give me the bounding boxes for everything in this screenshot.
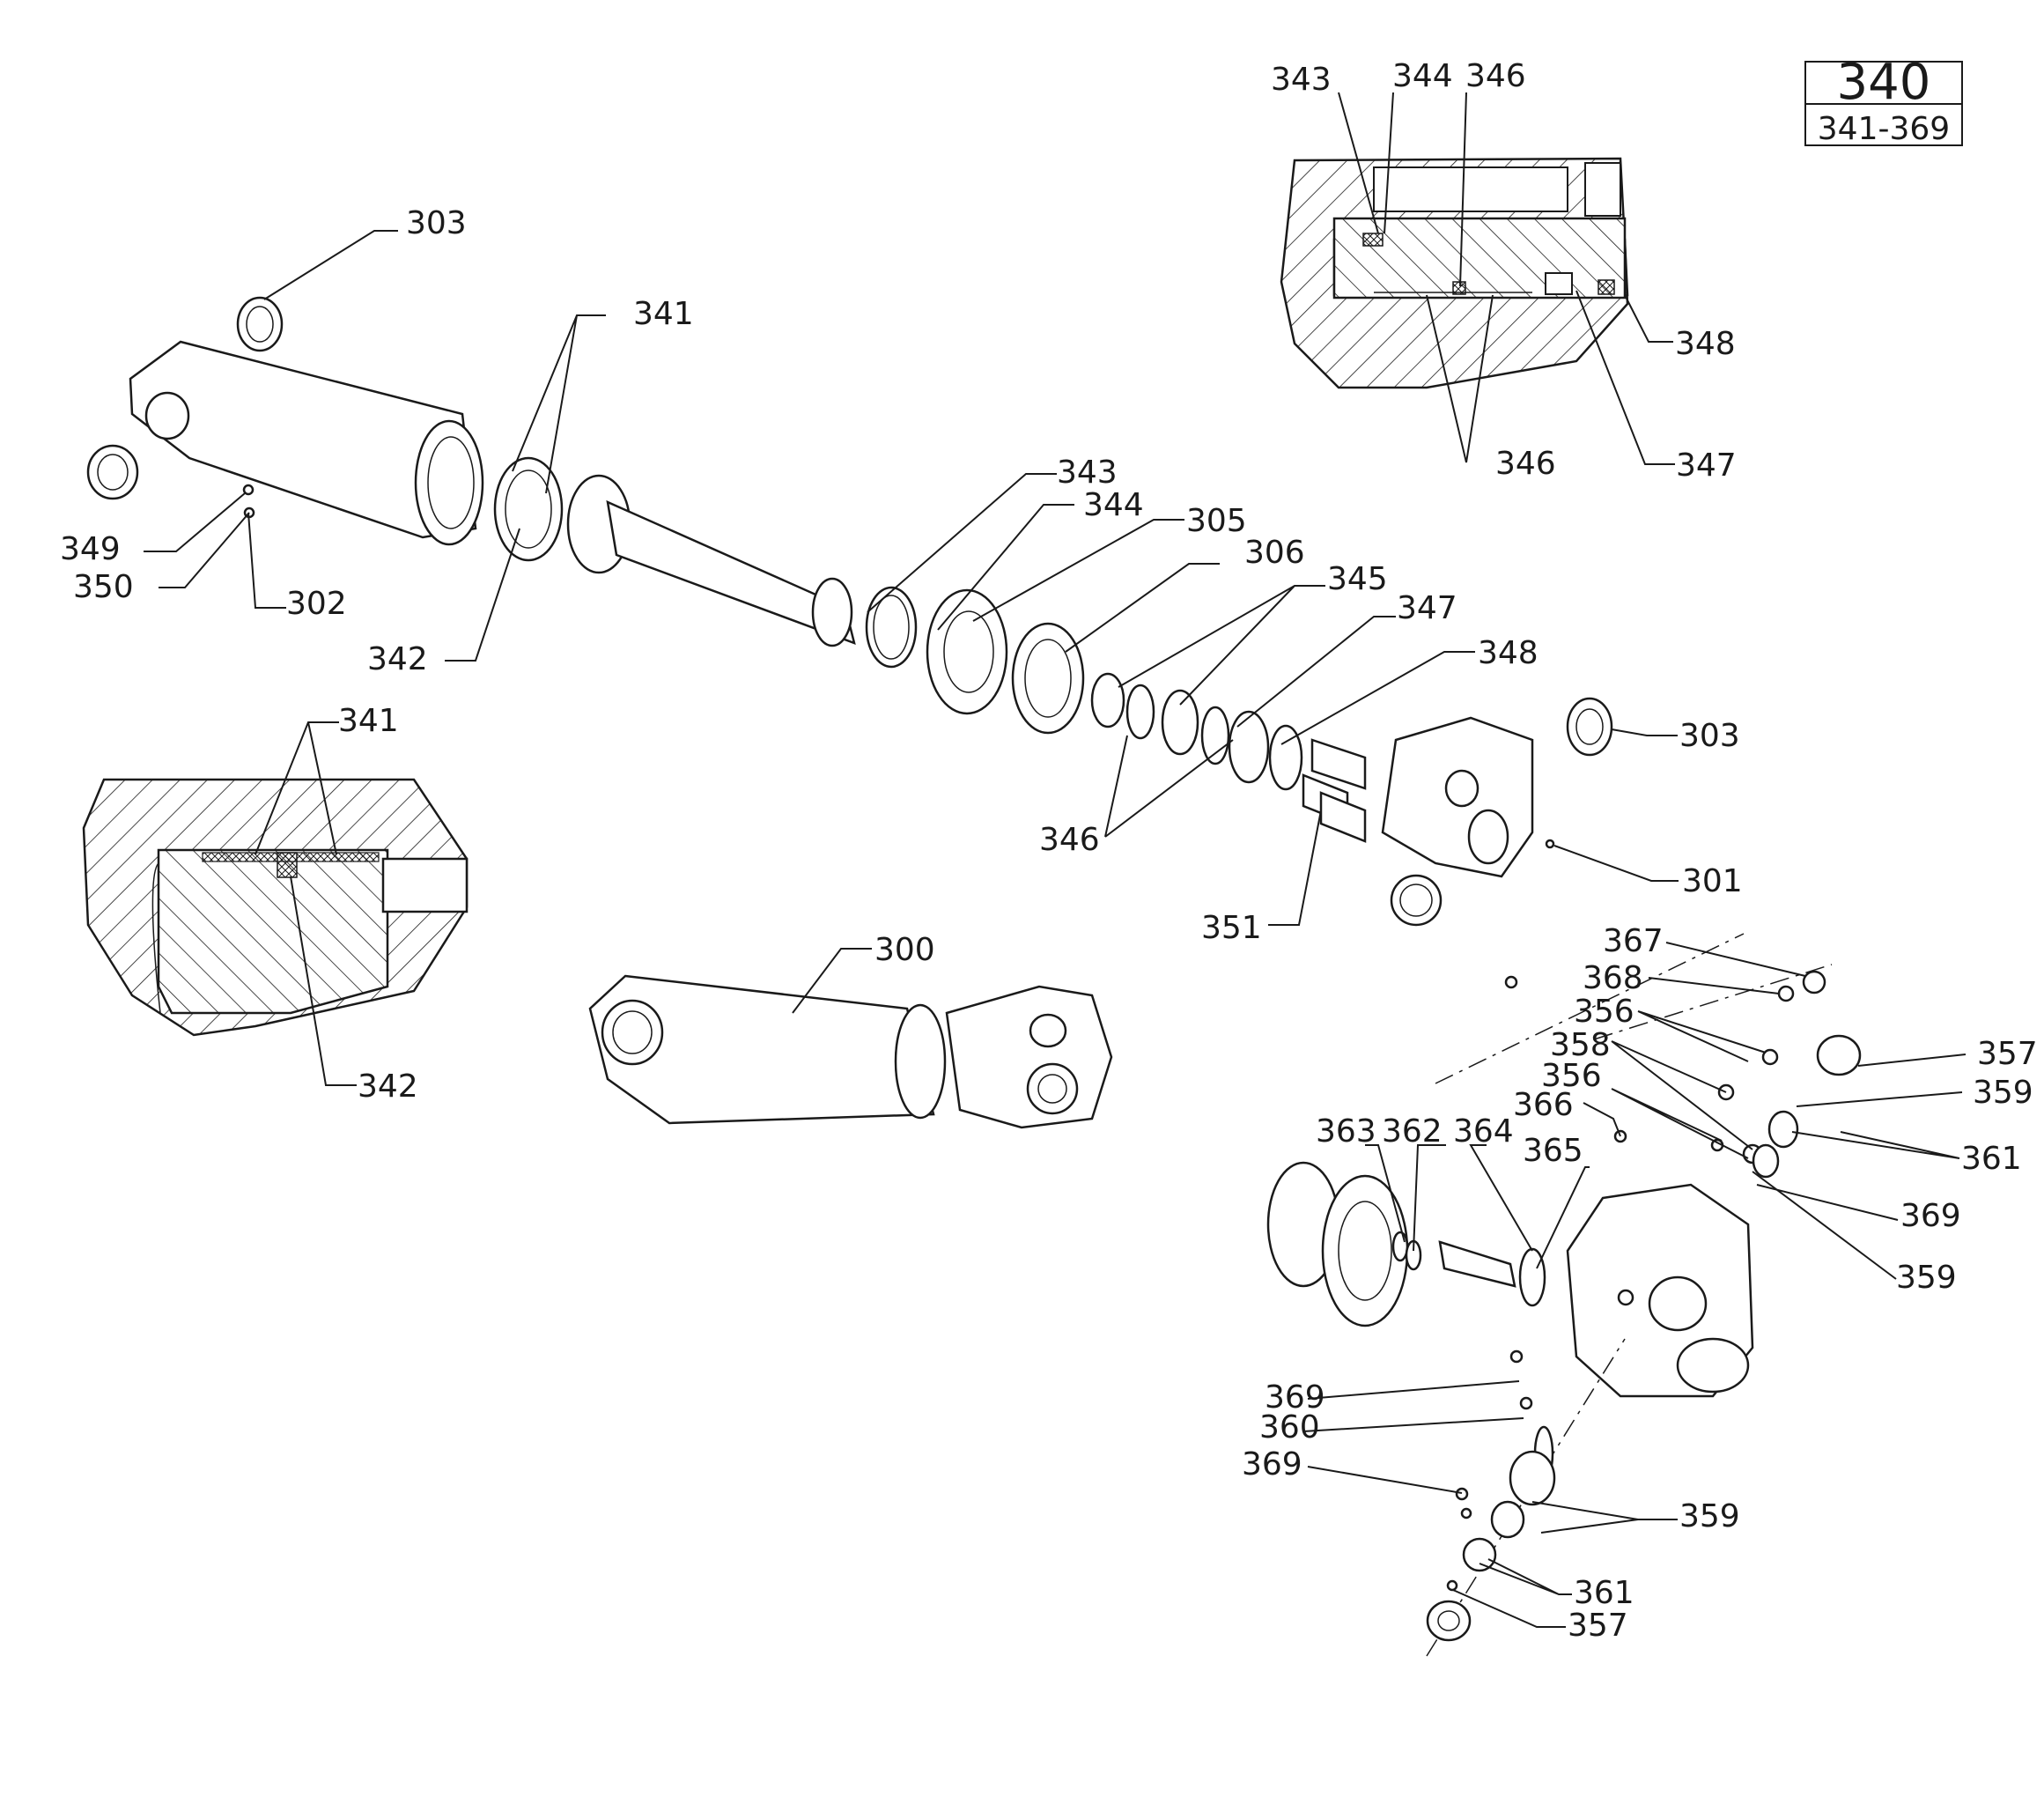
callout-359: 359 bbox=[1679, 1498, 1740, 1534]
callout-368: 368 bbox=[1583, 960, 1643, 996]
callout-343: 343 bbox=[1057, 455, 1118, 491]
callout-305: 305 bbox=[1186, 503, 1247, 539]
callout-359: 359 bbox=[1973, 1075, 2033, 1111]
reference-box: 340 341-369 bbox=[1804, 54, 1963, 147]
callout-341: 341 bbox=[633, 296, 694, 332]
callout-342: 342 bbox=[367, 641, 428, 677]
callout-357: 357 bbox=[1977, 1036, 2038, 1072]
callout-300: 300 bbox=[874, 932, 935, 968]
callout-345: 345 bbox=[1327, 561, 1388, 597]
callout-347: 347 bbox=[1676, 447, 1737, 484]
callout-366: 366 bbox=[1513, 1087, 1574, 1123]
callout-346: 346 bbox=[1465, 58, 1526, 94]
bushing-303-a bbox=[236, 296, 284, 352]
reference-group-number: 340 bbox=[1837, 54, 1931, 111]
callout-361: 361 bbox=[1574, 1575, 1634, 1611]
bolt-set-351 bbox=[1302, 738, 1367, 843]
piston-rod bbox=[606, 499, 856, 645]
callout-306: 306 bbox=[1244, 535, 1305, 571]
callout-363: 363 bbox=[1316, 1113, 1376, 1150]
callout-360: 360 bbox=[1259, 1409, 1320, 1445]
bushing-303-b bbox=[1566, 697, 1613, 757]
bushing-303-c bbox=[86, 444, 139, 500]
callout-302: 302 bbox=[286, 586, 347, 622]
callout-348: 348 bbox=[1478, 635, 1539, 671]
shaft-364 bbox=[1438, 1240, 1516, 1288]
callout-347: 347 bbox=[1397, 590, 1457, 626]
callout-356: 356 bbox=[1574, 994, 1634, 1030]
callout-346: 346 bbox=[1039, 822, 1100, 858]
callout-346: 346 bbox=[1495, 446, 1556, 482]
callout-365: 365 bbox=[1523, 1133, 1583, 1169]
callout-361: 361 bbox=[1961, 1141, 2022, 1177]
callout-303: 303 bbox=[1679, 718, 1740, 754]
callout-369: 369 bbox=[1242, 1446, 1302, 1482]
callout-357: 357 bbox=[1568, 1608, 1628, 1644]
assembled-cylinder-300 bbox=[588, 974, 1113, 1129]
callout-349: 349 bbox=[60, 531, 121, 567]
callout-348: 348 bbox=[1675, 326, 1736, 362]
callout-303: 303 bbox=[406, 205, 467, 241]
callout-369: 369 bbox=[1900, 1198, 1961, 1234]
callout-362: 362 bbox=[1382, 1113, 1443, 1150]
callout-364: 364 bbox=[1453, 1113, 1514, 1150]
callout-359: 359 bbox=[1896, 1260, 1957, 1296]
callout-350: 350 bbox=[73, 569, 134, 605]
callout-344: 344 bbox=[1083, 487, 1144, 523]
reference-range: 341-369 bbox=[1818, 111, 1950, 147]
callout-labels: 343 344 346 348 346 347 303 341 349 350 … bbox=[60, 58, 2038, 1644]
gland-305 bbox=[926, 588, 1008, 715]
callout-344: 344 bbox=[1392, 58, 1453, 94]
callout-301: 301 bbox=[1682, 863, 1743, 899]
callout-358: 358 bbox=[1550, 1027, 1611, 1063]
section-detail-left bbox=[82, 778, 469, 1037]
callout-356: 356 bbox=[1541, 1058, 1602, 1094]
callout-341: 341 bbox=[338, 703, 399, 739]
callout-343: 343 bbox=[1271, 62, 1332, 98]
callout-351: 351 bbox=[1201, 910, 1262, 946]
section-detail-top-right bbox=[1280, 157, 1629, 389]
callout-367: 367 bbox=[1603, 923, 1664, 959]
bushing-303-d bbox=[1390, 874, 1443, 927]
upper-exploded-assembly bbox=[86, 296, 1613, 927]
ring-343 bbox=[865, 586, 918, 669]
valve-block-assembly bbox=[1266, 933, 1862, 1657]
callout-369: 369 bbox=[1265, 1379, 1325, 1416]
leader-lines bbox=[144, 92, 1967, 1628]
callout-342: 342 bbox=[358, 1068, 418, 1105]
